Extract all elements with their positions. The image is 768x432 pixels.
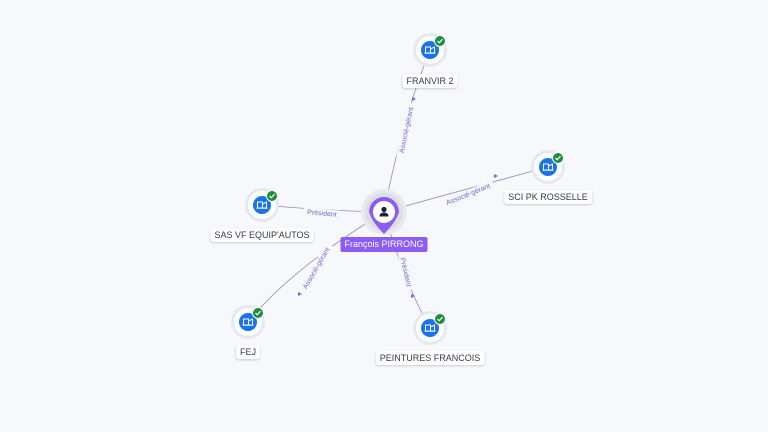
verified-check-icon	[252, 307, 264, 319]
company-label-peintures-francois[interactable]: PEINTURES FRANCOIS	[375, 351, 485, 365]
company-label-sci-pk-rosselle[interactable]: SCI PK ROSSELLE	[504, 190, 592, 204]
edge-role-peintures-francois: Président	[398, 253, 414, 291]
company-node-franvir-2[interactable]	[413, 33, 447, 67]
building-icon	[242, 318, 254, 326]
company-label-franvir-2[interactable]: FRANVIR 2	[402, 74, 458, 88]
edges: Associé-gérantAssocié-gérantPrésidentAss…	[247, 49, 549, 329]
company-node-sas-vf-equip-autos[interactable]	[245, 188, 279, 222]
company-node-fej[interactable]	[231, 305, 265, 339]
edge-role-text: Associé-gérant	[399, 107, 416, 154]
building-icon	[256, 201, 268, 209]
edge-arrow-icon	[412, 97, 416, 101]
person-icon	[379, 206, 389, 217]
person-node[interactable]	[361, 189, 407, 235]
building-icon	[424, 46, 436, 54]
verified-check-icon	[434, 313, 446, 325]
building-icon	[424, 324, 436, 332]
nodes	[231, 33, 565, 345]
edge-role-fej: Associé-gérant	[298, 242, 334, 294]
company-label-fej[interactable]: FEJ	[235, 345, 261, 359]
edge-role-franvir-2: Associé-gérant	[396, 102, 416, 158]
edge-role-sas-vf-equip-autos: Président	[303, 207, 341, 219]
verified-check-icon	[266, 190, 278, 202]
edge-arrow-icon	[494, 174, 498, 178]
edge-role-text: Associé-gérant	[302, 246, 331, 290]
verified-check-icon	[552, 152, 564, 164]
building-icon	[542, 163, 554, 171]
edge-role-text: Associé-gérant	[445, 183, 491, 207]
company-node-sci-pk-rosselle[interactable]	[531, 150, 565, 184]
edge-arrow-icon	[298, 292, 302, 296]
company-node-peintures-francois[interactable]	[413, 311, 447, 345]
person-name-label[interactable]: François PIRRONG	[340, 237, 428, 252]
verified-check-icon	[434, 35, 446, 47]
company-label-sas-vf-equip-autos[interactable]: SAS VF EQUIP'AUTOS	[210, 228, 314, 242]
edge-arrow-icon	[411, 294, 415, 298]
edge-role-text: Président	[307, 209, 337, 219]
